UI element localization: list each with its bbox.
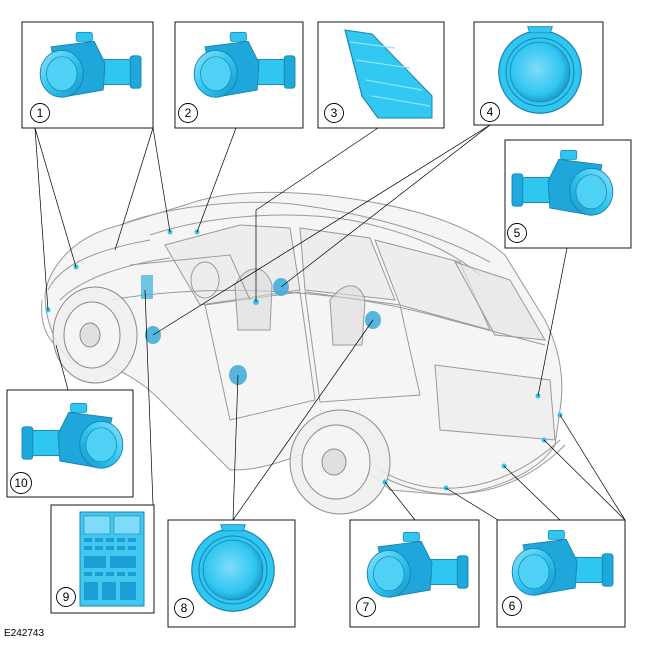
callout-box-1: 1 bbox=[21, 21, 154, 129]
callout-label-8: 8 bbox=[181, 601, 188, 615]
callout-label-7: 7 bbox=[363, 600, 370, 614]
callout-box-5: 5 bbox=[504, 139, 632, 249]
callout-box-6: 6 bbox=[496, 519, 626, 628]
vehicle-illustration bbox=[41, 191, 566, 496]
leader-lines bbox=[34, 124, 626, 521]
callout-label-6: 6 bbox=[509, 599, 516, 613]
fuse-box-icon bbox=[79, 511, 145, 607]
antenna-module-icon bbox=[344, 29, 433, 119]
callout-box-4: 4 bbox=[473, 21, 604, 126]
callout-box-9: 9 bbox=[50, 504, 155, 614]
callout-box-3: 3 bbox=[317, 21, 445, 129]
callout-label-5: 5 bbox=[514, 226, 521, 240]
callout-label-3: 3 bbox=[331, 106, 338, 120]
callout-label-2: 2 bbox=[185, 106, 192, 120]
callout-box-8: 8 bbox=[167, 519, 296, 628]
callout-label-9: 9 bbox=[63, 590, 70, 604]
figure-id-label: E242743 bbox=[4, 628, 45, 639]
callout-label-4: 4 bbox=[487, 105, 494, 119]
callout-box-10: 10 bbox=[6, 389, 134, 498]
callout-label-10: 10 bbox=[14, 476, 28, 490]
front-wheel bbox=[52, 286, 138, 384]
callout-box-2: 2 bbox=[174, 21, 304, 129]
rear-wheel bbox=[289, 409, 391, 515]
callout-box-7: 7 bbox=[349, 519, 480, 628]
callout-label-1: 1 bbox=[37, 106, 44, 120]
